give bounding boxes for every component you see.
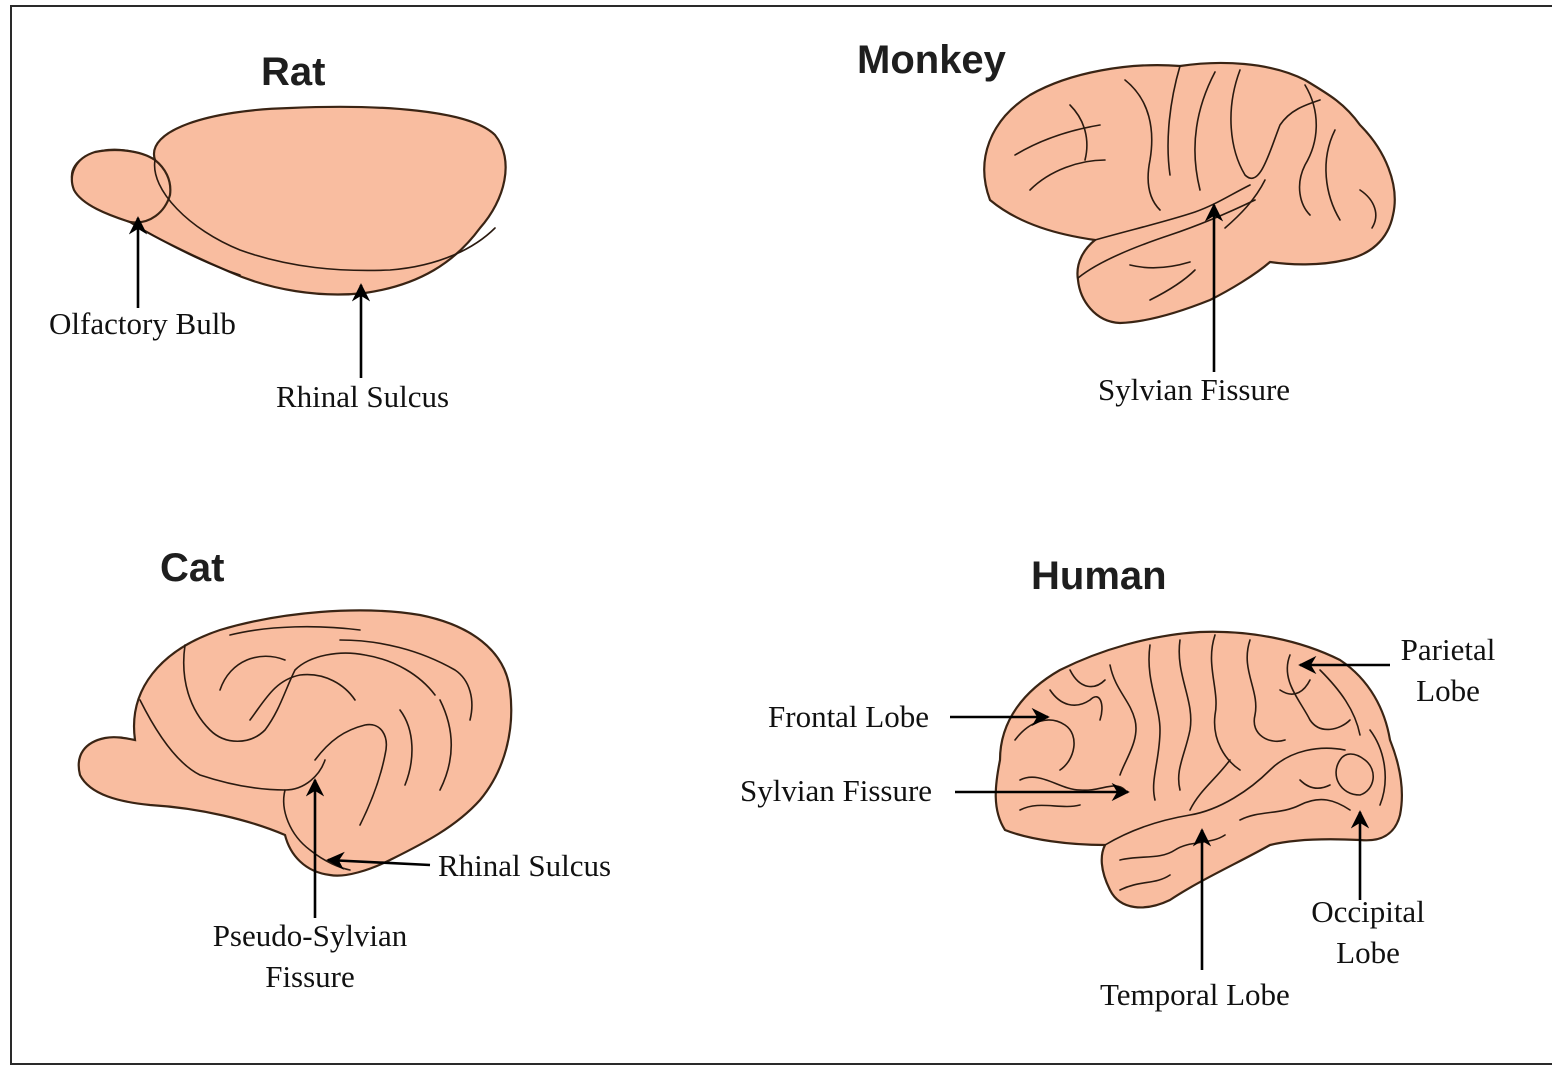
cat-rhinal-sulcus-label: Rhinal Sulcus [438,850,611,881]
rat-olfactory-bulb-label: Olfactory Bulb [49,308,236,339]
human-occipital-line2: Lobe [1298,932,1438,973]
human-parietal-line2: Lobe [1388,670,1508,711]
monkey-cortex [984,63,1394,323]
human-title: Human [1031,556,1167,596]
human-cortex [996,632,1402,908]
human-parietal-lobe-label: Parietal Lobe [1388,629,1508,711]
human-parietal-line1: Parietal [1388,629,1508,670]
human-occipital-line1: Occipital [1298,891,1438,932]
cat-title: Cat [160,548,224,588]
human-occipital-lobe-label: Occipital Lobe [1298,891,1438,973]
cat-pseudo-sylvian-fissure-label: Pseudo-Sylvian Fissure [198,915,422,997]
cat-brain [79,610,512,875]
human-sylvian-fissure-label: Sylvian Fissure [740,775,932,806]
cat-pseudo-sylvian-line1: Pseudo-Sylvian [198,915,422,956]
rat-rhinal-sulcus-label: Rhinal Sulcus [276,381,449,412]
cat-pseudo-sylvian-line2: Fissure [198,956,422,997]
human-frontal-lobe-label: Frontal Lobe [768,701,929,732]
monkey-sylvian-fissure-label: Sylvian Fissure [1098,374,1290,405]
monkey-title: Monkey [857,40,1006,80]
human-brain [996,632,1402,908]
human-temporal-lobe-label: Temporal Lobe [1100,979,1290,1010]
monkey-brain [984,63,1394,323]
rat-title: Rat [261,52,325,92]
